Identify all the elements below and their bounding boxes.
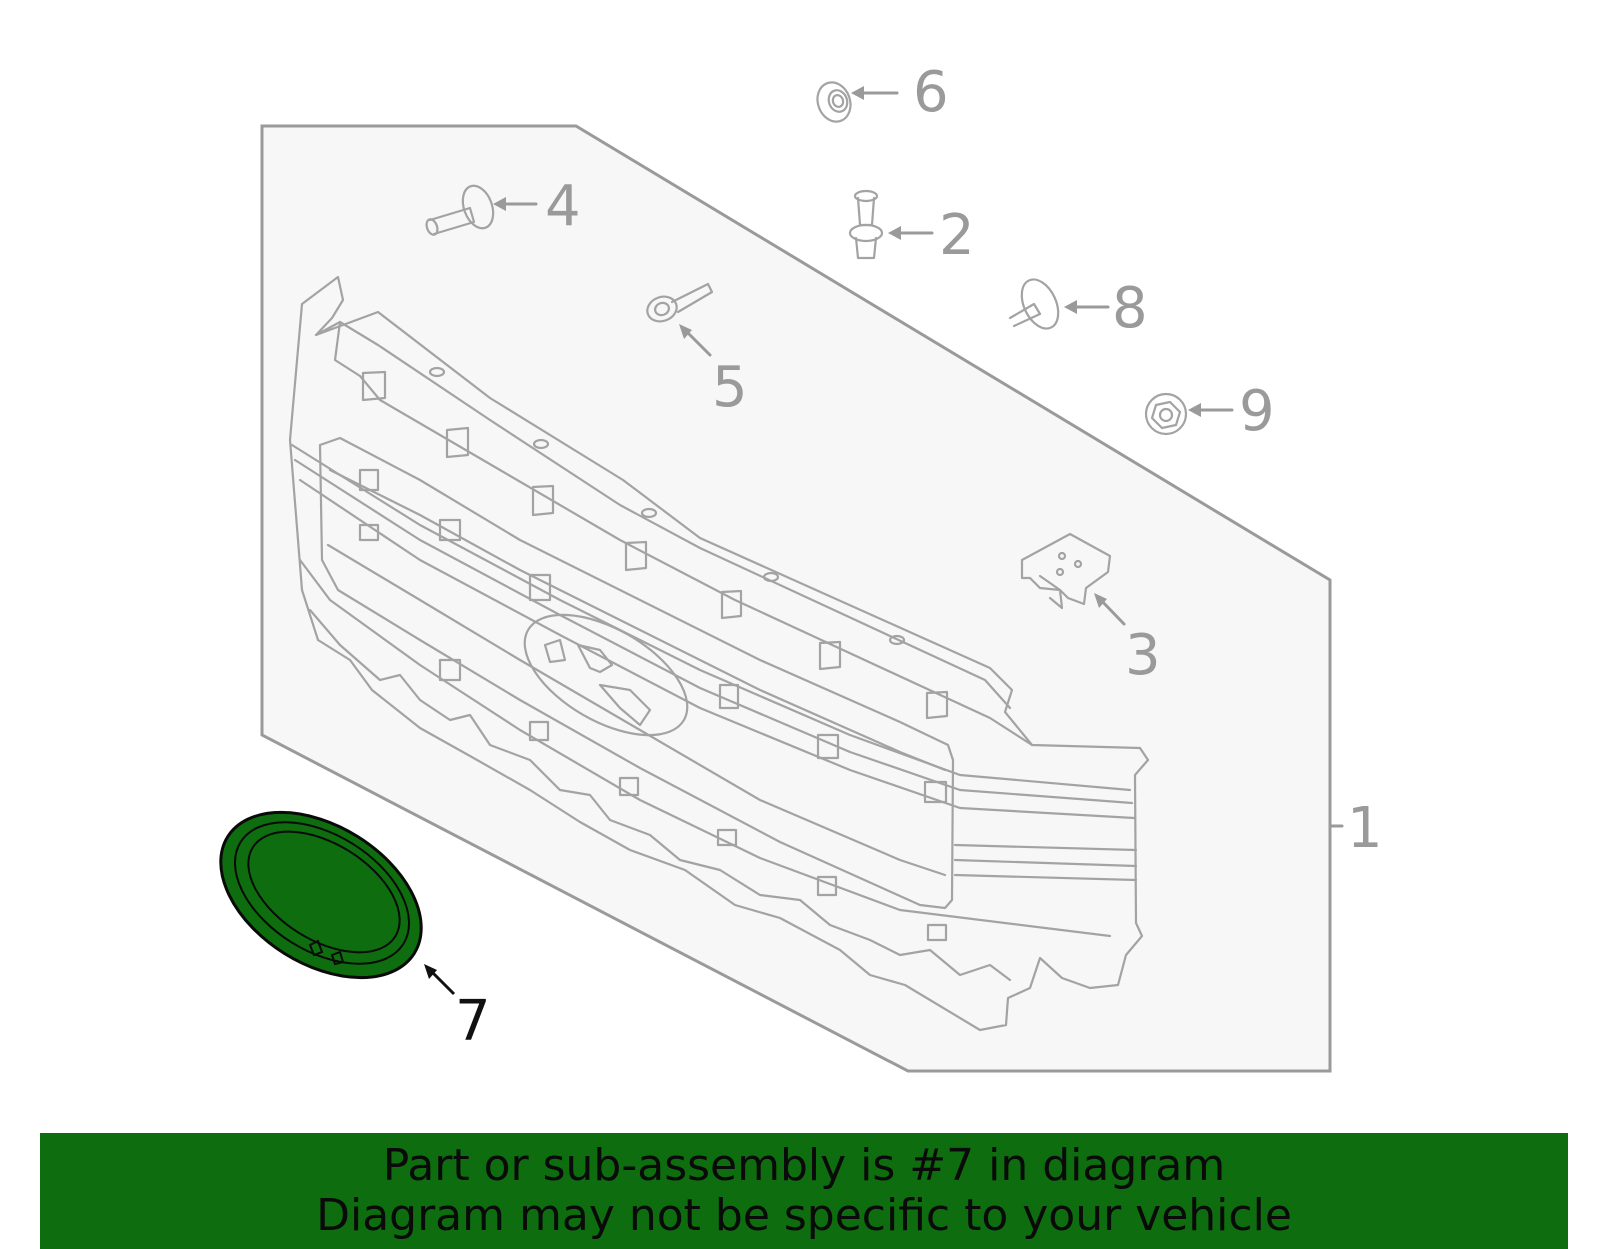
part-9-hex-nut [1144, 392, 1234, 436]
part-8-pin-fastener [1008, 278, 1110, 330]
info-banner: Part or sub-assembly is #7 in diagram Di… [40, 1133, 1568, 1249]
callout-7: 7 [455, 989, 491, 1054]
part-4-bolt [425, 184, 538, 236]
part-3-bracket [1020, 532, 1126, 626]
callout-2: 2 [939, 203, 975, 268]
callout-3: 3 [1125, 623, 1161, 688]
part-6-flange-nut [816, 81, 899, 123]
assembly-panel [260, 124, 1332, 1073]
callout-1: 1 [1347, 796, 1383, 861]
banner-line-2: Diagram may not be specific to your vehi… [316, 1190, 1292, 1241]
banner-line-1: Part or sub-assembly is #7 in diagram [382, 1140, 1226, 1191]
callout-4: 4 [545, 174, 581, 239]
part-2-push-pin [848, 189, 934, 260]
part-5-stud-bolt [646, 282, 714, 357]
callout-8: 8 [1112, 276, 1148, 341]
callout-5: 5 [712, 355, 748, 420]
part-7-emblem-ring [219, 810, 456, 996]
grille-assembly [288, 275, 1150, 1032]
callout-6: 6 [913, 60, 949, 125]
callout-9: 9 [1239, 379, 1275, 444]
